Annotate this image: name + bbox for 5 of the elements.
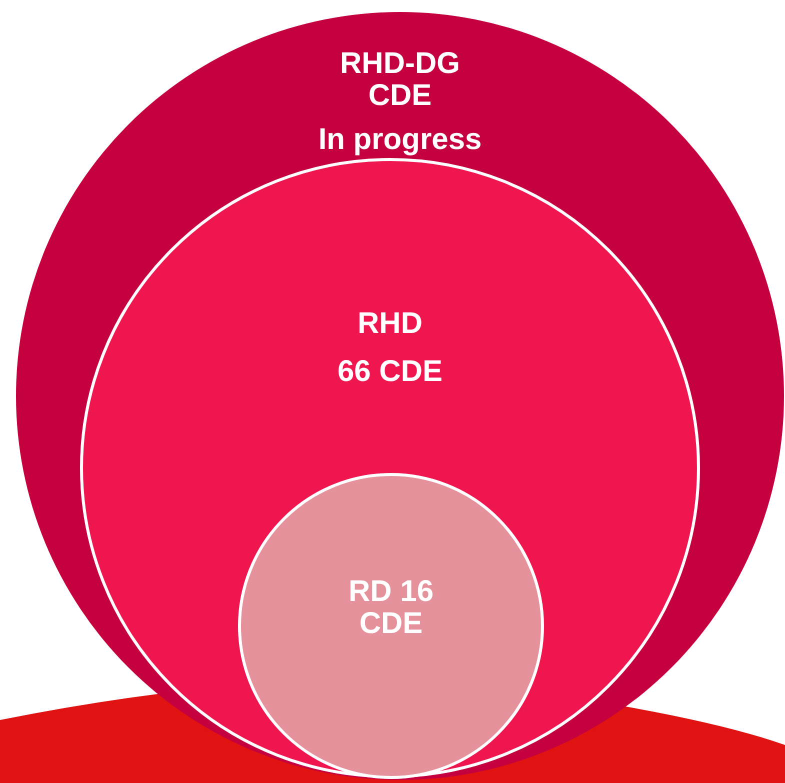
circle-label: RHD-DG CDE — [339, 48, 461, 112]
circle-label: RHD — [358, 308, 422, 340]
circle-label: 66 CDE — [337, 356, 443, 388]
circle-label: RD 16 CDE — [347, 576, 435, 640]
circle-label: In progress — [318, 124, 482, 156]
